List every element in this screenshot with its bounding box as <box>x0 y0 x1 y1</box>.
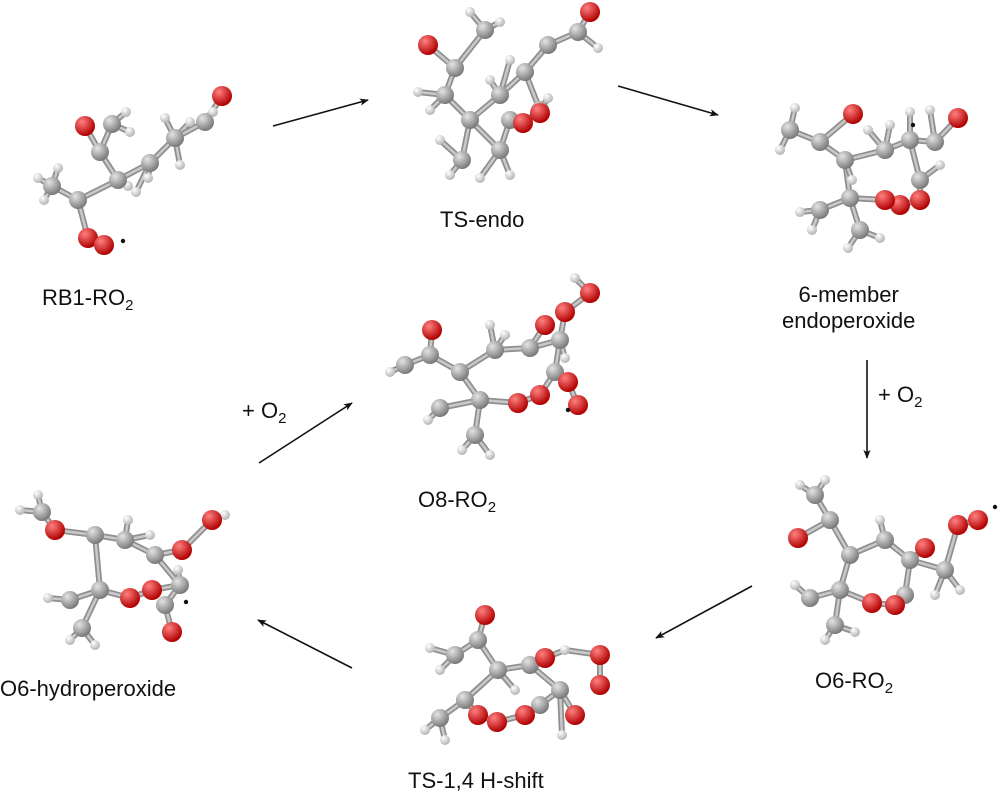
radical-dot-icon <box>120 238 126 244</box>
label-endoperoxide-line2: endoperoxide <box>782 308 916 333</box>
label-o8-ro2-base: O8-RO <box>418 487 488 512</box>
label-ts-hshift-text: TS-1,4 H-shift <box>408 768 544 793</box>
molecule-o6-ro2 <box>788 475 998 645</box>
reagent-o2-right-base: + O <box>878 382 915 407</box>
molecule-o8-ro2 <box>385 273 600 460</box>
molecule-rb1-ro2 <box>33 86 232 255</box>
radical-dot-icon <box>910 122 916 128</box>
label-o6-hydroperoxide-text: O6-hydroperoxide <box>0 676 177 701</box>
radical-dot-icon <box>183 599 189 605</box>
radical-dot-icon <box>565 407 571 413</box>
label-rb1-ro2: RB1-RO2 <box>42 285 134 314</box>
arrow-rb1-to-ts-endo <box>272 98 369 127</box>
label-o8-ro2-sub: 2 <box>487 499 497 516</box>
arrow-ts-endo-to-endoperox <box>617 85 719 117</box>
reagent-o2-left-base: + O <box>242 398 279 423</box>
label-o6-ro2-sub: 2 <box>884 680 894 697</box>
molecules <box>15 2 998 745</box>
molecule-ts-hshift <box>420 605 610 745</box>
label-ts-hshift: TS-1,4 H-shift <box>408 768 544 794</box>
reagent-o2-left: + O2 <box>242 398 287 427</box>
reaction-arrows <box>257 85 871 669</box>
reagent-o2-right: + O2 <box>878 382 923 411</box>
molecule-ts-endo <box>413 2 603 183</box>
molecule-o6-hydroperoxide <box>15 490 230 650</box>
label-o6-hydroperoxide: O6-hydroperoxide <box>0 676 176 702</box>
label-endoperoxide-line1: 6-member <box>798 282 899 307</box>
molecule-endoperoxide <box>775 103 968 253</box>
label-o6-ro2: O6-RO2 <box>815 668 894 697</box>
label-ts-endo-text: TS-endo <box>440 207 525 232</box>
arrow-ts-hshift-to-o6-hydro <box>257 619 353 669</box>
label-o8-ro2: O8-RO2 <box>418 487 497 516</box>
arrow-o6-ro2-to-ts-hshift <box>655 585 753 639</box>
reagent-o2-left-sub: 2 <box>278 410 287 427</box>
reagent-o2-right-sub: 2 <box>914 394 923 411</box>
arrow-o6-hydro-to-o8-ro2 <box>258 402 353 464</box>
label-rb1-ro2-sub: 2 <box>125 297 134 314</box>
radical-dot-icon <box>992 504 998 510</box>
label-o6-ro2-base: O6-RO <box>815 668 885 693</box>
label-endoperoxide: 6-member endoperoxide <box>782 282 915 334</box>
label-rb1-ro2-base: RB1-RO <box>42 285 126 310</box>
label-ts-endo: TS-endo <box>440 207 524 233</box>
